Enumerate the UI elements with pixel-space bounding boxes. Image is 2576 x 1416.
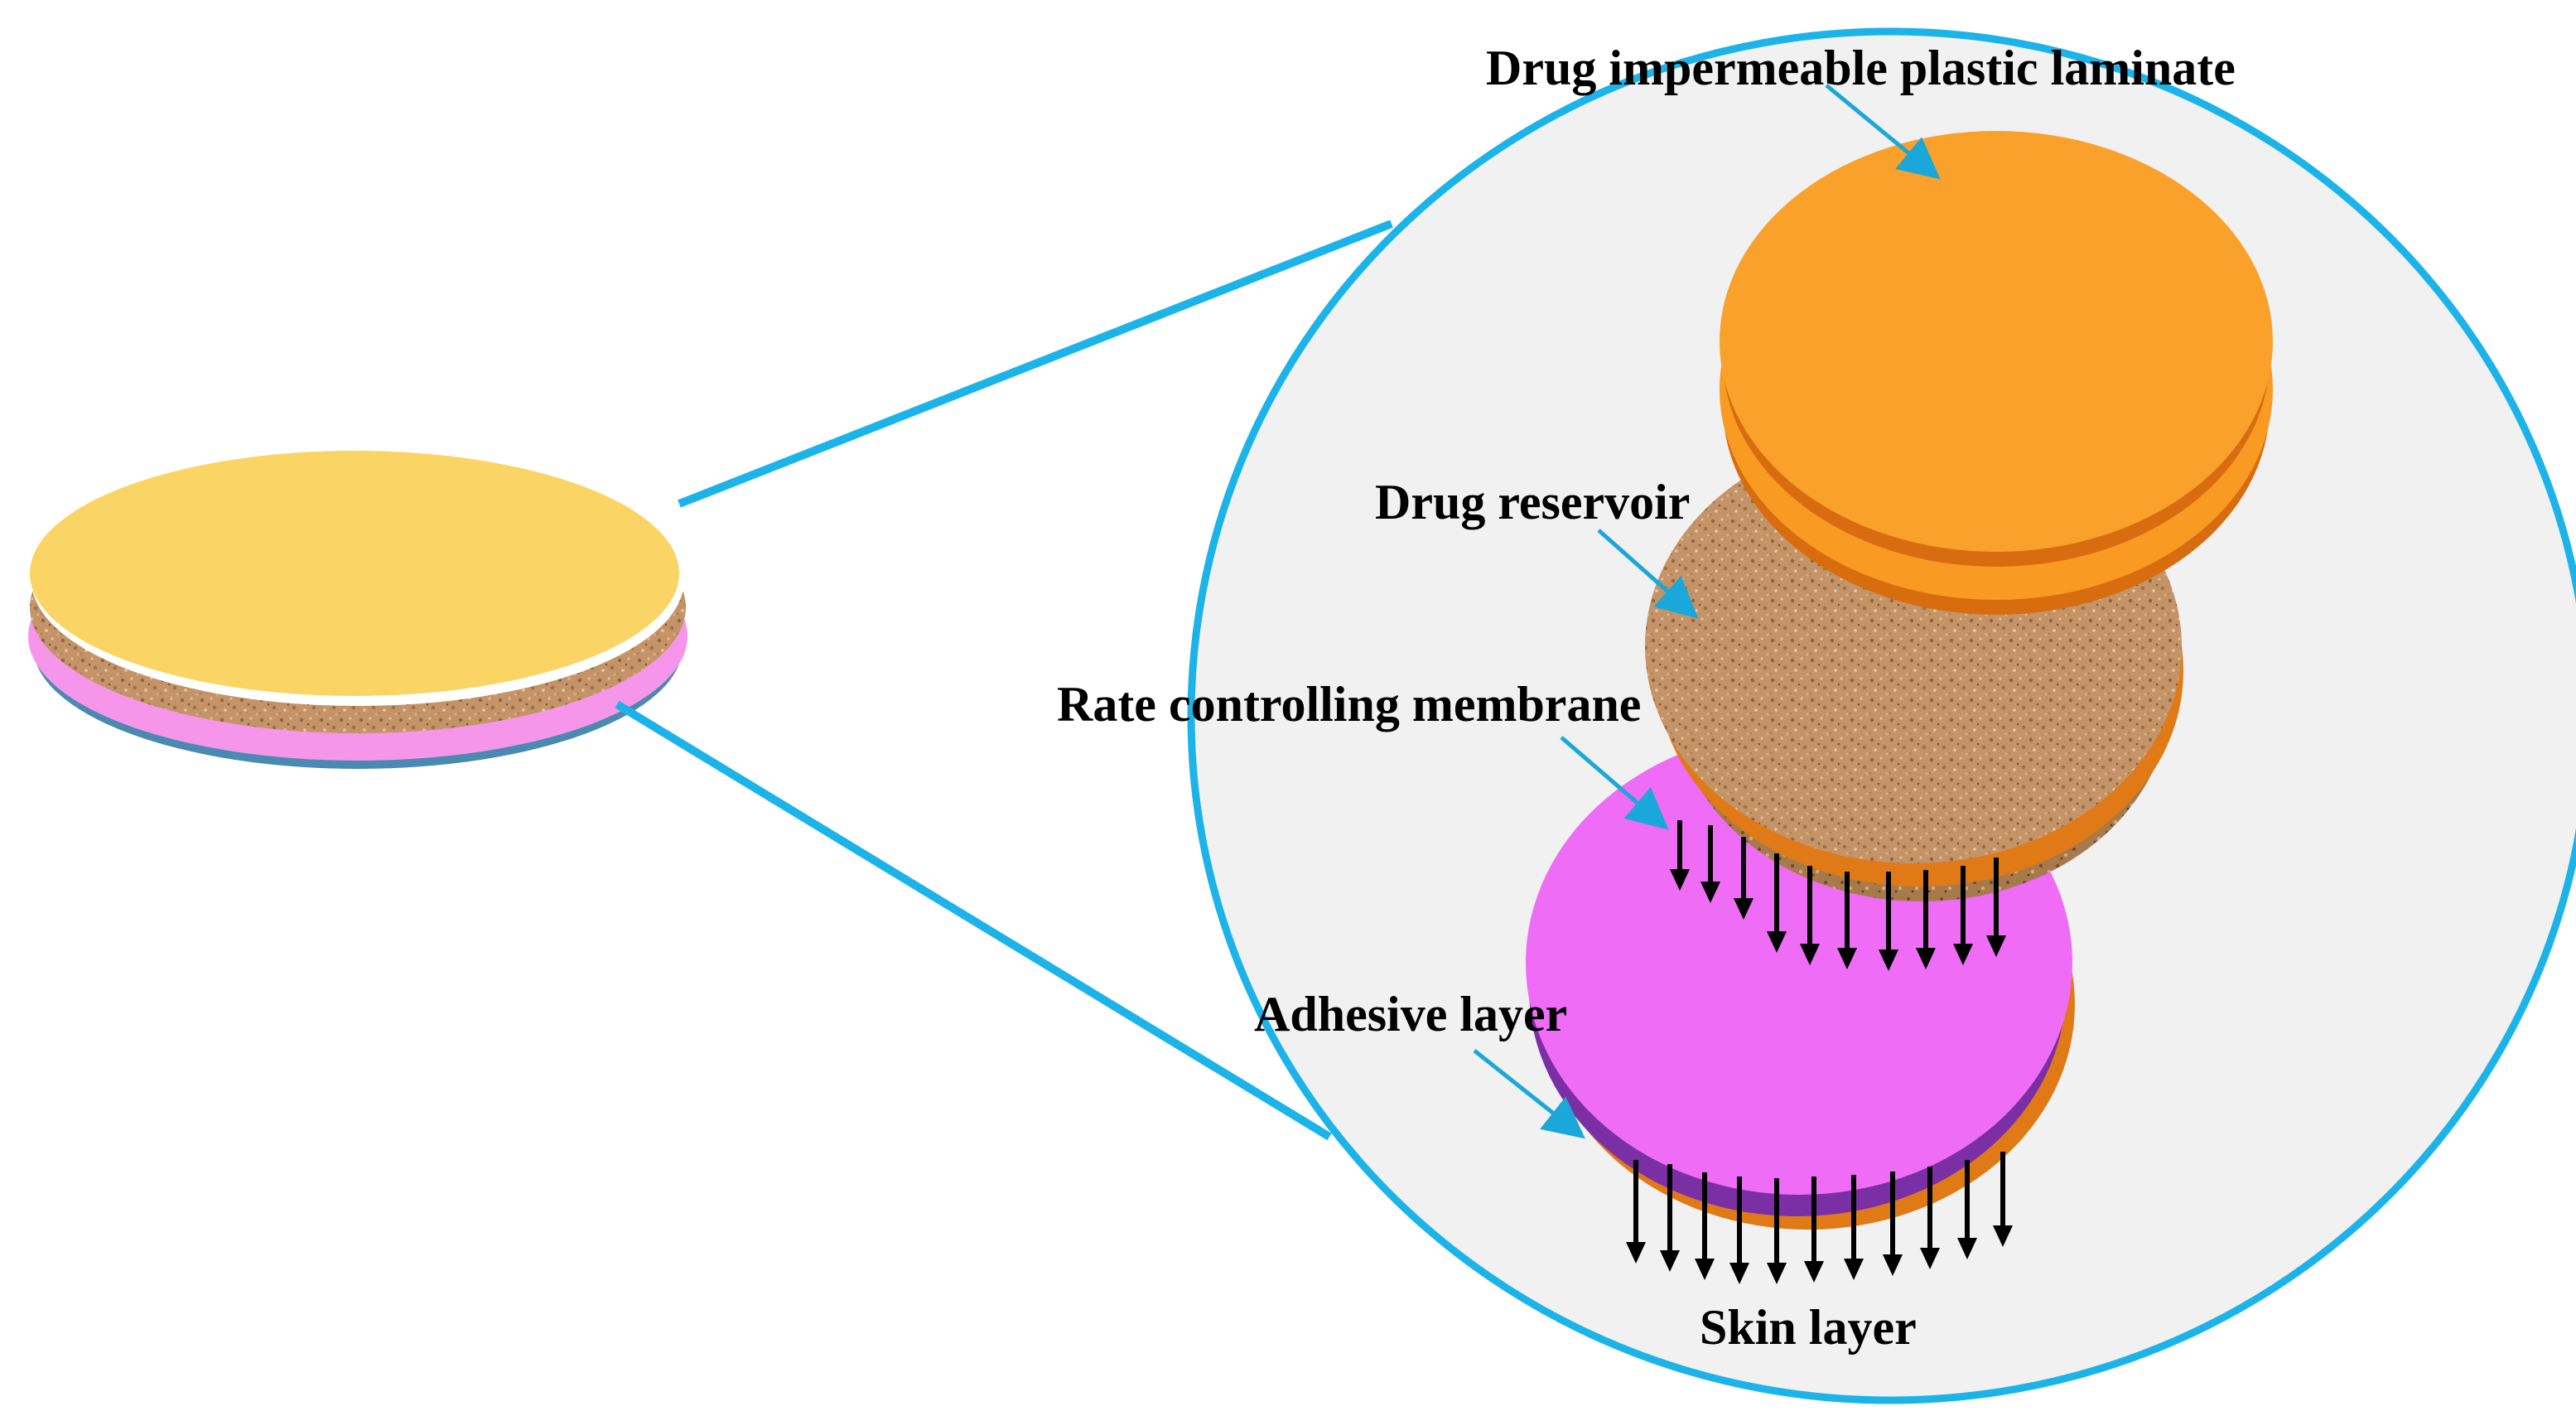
- skin-release-arrow-head: [1804, 1261, 1824, 1283]
- membrane-release-arrow-head: [1953, 944, 1973, 965]
- membrane-release-arrow-head: [1734, 898, 1754, 920]
- reservoir-pointer: [1597, 529, 1699, 619]
- skin-release-arrow-head: [1844, 1259, 1864, 1280]
- patch-top-layer: [30, 451, 679, 696]
- skin-release-arrow-head: [1883, 1254, 1903, 1276]
- membrane-release-arrow-head: [1800, 944, 1820, 965]
- label-membrane: Rate controlling membrane: [1057, 677, 1641, 732]
- adhesive-pointer: [1473, 1049, 1585, 1139]
- pointer-arrows: [1473, 84, 1941, 1139]
- membrane-release-arrow-head: [1986, 935, 2006, 957]
- release-arrows: [1626, 820, 2013, 1284]
- membrane-pointer: [1560, 736, 1669, 830]
- membrane-release-arrow-head: [1670, 869, 1690, 891]
- laminate-pointer: [1825, 84, 1941, 180]
- laminate-upper-sheet: [1720, 131, 2273, 552]
- membrane-release-arrow-head: [1916, 948, 1936, 969]
- label-adhesive: Adhesive layer: [1254, 987, 1567, 1041]
- skin-release-arrow-head: [1695, 1259, 1715, 1280]
- zoom-connector-lower: [615, 700, 1332, 1141]
- membrane-release-arrow-head: [1700, 882, 1720, 903]
- skin-release-arrow-head: [1767, 1263, 1787, 1284]
- label-laminate: Drug impermeable plastic laminate: [1486, 41, 2236, 95]
- skin-release-arrow-head: [1626, 1242, 1646, 1264]
- label-skin: Skin layer: [1700, 1300, 1917, 1355]
- membrane-release-arrow-head: [1879, 950, 1898, 971]
- label-reservoir: Drug reservoir: [1375, 475, 1690, 529]
- membrane-release-arrow-head: [1767, 931, 1787, 953]
- skin-release-arrow-head: [1660, 1250, 1680, 1272]
- zoom-connector-upper: [678, 220, 1393, 508]
- skin-release-arrow-head: [1729, 1263, 1749, 1284]
- skin-release-arrow-head: [1920, 1248, 1940, 1269]
- skin-release-arrow-head: [1957, 1238, 1977, 1259]
- skin-release-arrow-head: [1993, 1225, 2013, 1247]
- membrane-release-arrow-head: [1837, 948, 1857, 969]
- assembled-patch: [28, 451, 687, 769]
- laminate-disc: [1720, 131, 2273, 615]
